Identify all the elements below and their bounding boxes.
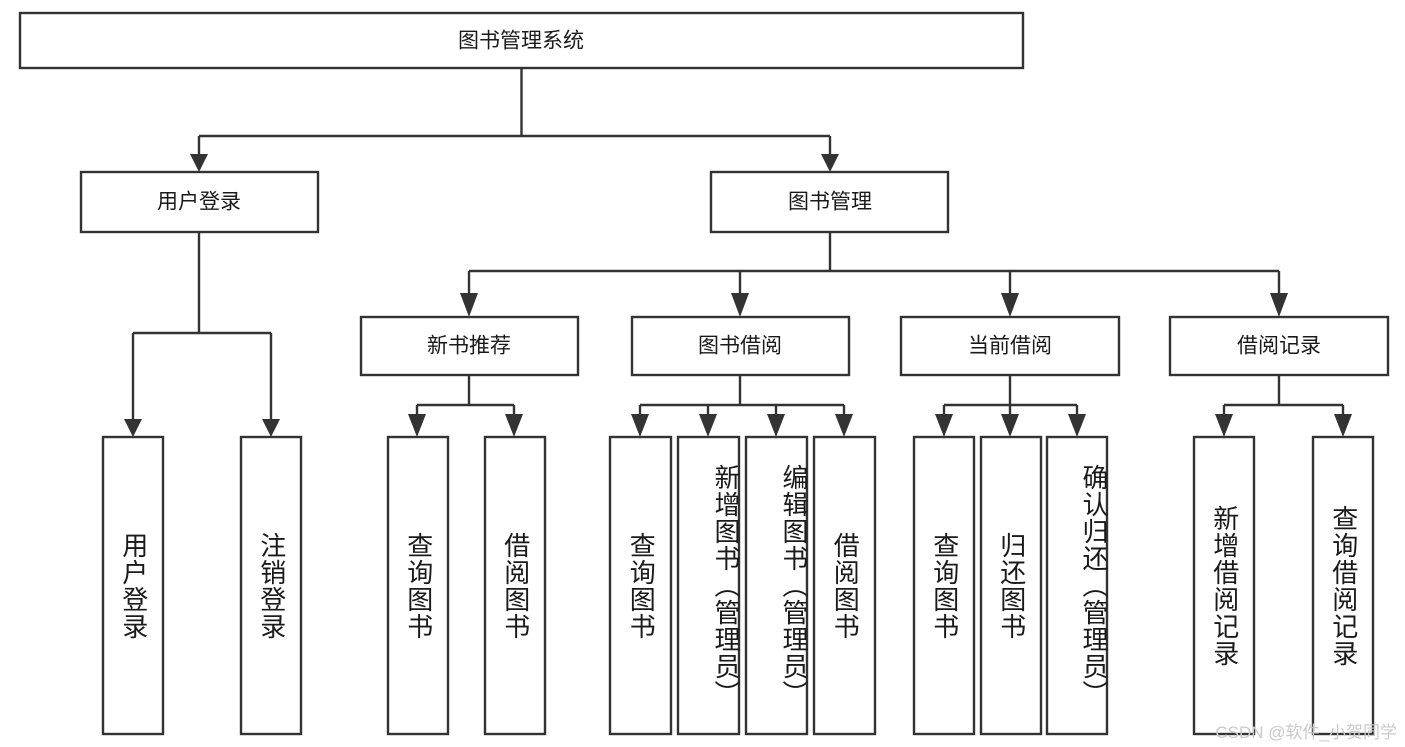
node-borrow-record-label: 借阅记录	[1237, 335, 1321, 358]
node-book-management[interactable]: 图书管理	[709, 170, 950, 234]
node-user-login-label: 用户登录	[157, 191, 241, 214]
arrowhead-book-mgmt	[821, 154, 839, 172]
leaf-box-add-book[interactable]	[676, 435, 741, 736]
node-book-borrow-label: 图书借阅	[698, 335, 782, 358]
node-user-login-box[interactable]	[79, 170, 320, 234]
node-book-borrow-box[interactable]	[630, 315, 851, 377]
node-current-borrow-box[interactable]	[899, 315, 1121, 377]
node-book-borrow[interactable]: 图书借阅	[630, 315, 851, 377]
arrowhead-bookborrow-leaf2	[699, 414, 717, 437]
leaf-box-confirm-return[interactable]	[1045, 435, 1109, 736]
node-root-box[interactable]	[18, 11, 1025, 70]
node-new-book-recommend-box[interactable]	[359, 315, 580, 377]
arrowhead-currentborrow-leaf3	[1068, 414, 1086, 437]
arrowhead-bookborrow-leaf3	[767, 414, 785, 437]
node-new-book-recommend-label: 新书推荐	[427, 335, 511, 358]
leaf-box-user-login[interactable]	[101, 435, 165, 736]
arrowhead-currentborrow-leaf1	[935, 414, 953, 437]
arrowhead-bookborrow-leaf4	[835, 414, 853, 437]
arrowhead-book-borrow	[731, 293, 749, 317]
node-book-management-box[interactable]	[709, 170, 950, 234]
node-current-borrow-label: 当前借阅	[968, 335, 1052, 358]
leaf-box-query-book-3[interactable]	[912, 435, 976, 736]
arrowhead-leaf-logout	[262, 419, 280, 437]
arrowhead-current-borrow	[1001, 293, 1019, 317]
node-borrow-record-box[interactable]	[1168, 315, 1390, 377]
leaf-box-edit-book[interactable]	[744, 435, 809, 736]
leaf-box-query-record[interactable]	[1311, 435, 1375, 736]
connector-layer	[124, 68, 1352, 437]
watermark-text: CSDN @软件_小贺同学	[1215, 723, 1397, 742]
arrowhead-borrow-record	[1270, 293, 1288, 317]
leaf-box-query-book-1[interactable]	[386, 435, 450, 736]
node-root[interactable]: 图书管理系统	[18, 11, 1025, 70]
arrowhead-user-login	[190, 154, 208, 172]
node-borrow-record[interactable]: 借阅记录	[1168, 315, 1390, 377]
leaf-box-borrow-book-1[interactable]	[483, 435, 547, 736]
arrowhead-bookborrow-leaf1	[631, 414, 649, 437]
arrowhead-currentborrow-leaf2	[1001, 414, 1019, 437]
node-root-label: 图书管理系统	[458, 30, 584, 53]
arrowhead-newbook-leaf2	[505, 414, 523, 437]
node-current-borrow[interactable]: 当前借阅	[899, 315, 1121, 377]
node-user-login[interactable]: 用户登录	[79, 170, 320, 234]
node-new-book-recommend[interactable]: 新书推荐	[359, 315, 580, 377]
arrowhead-borrowrecord-leaf1	[1215, 414, 1233, 437]
arrowhead-newbook-leaf1	[408, 414, 426, 437]
node-book-management-label: 图书管理	[788, 191, 872, 214]
arrowhead-borrowrecord-leaf2	[1334, 414, 1352, 437]
leaf-box-logout[interactable]	[239, 435, 303, 736]
leaf-box-borrow-book-2[interactable]	[812, 435, 877, 736]
leaf-box-return-book[interactable]	[979, 435, 1043, 736]
leaf-box-query-book-2[interactable]	[608, 435, 673, 736]
arrowhead-new-book	[460, 293, 478, 317]
arrowhead-leaf-user-login	[124, 419, 142, 437]
leaf-box-add-record[interactable]	[1192, 435, 1256, 736]
